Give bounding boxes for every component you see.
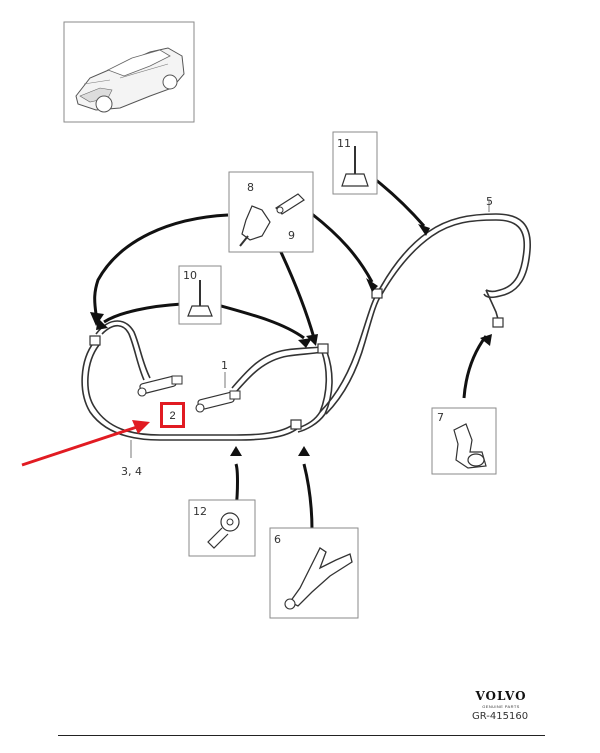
inset-part-11	[332, 131, 378, 195]
inset-part-10	[178, 265, 222, 325]
nozzle-left	[137, 375, 183, 397]
brand-block: VOLVO GENUINE PARTS	[470, 689, 532, 709]
diagram-reference: GR-415160	[472, 711, 529, 722]
highlighted-part-2[interactable]: 2	[160, 402, 185, 428]
label-part-6: 6	[274, 533, 281, 546]
label-part-3-4: 3, 4	[121, 465, 142, 478]
red-pointer-arrow	[21, 420, 150, 467]
leader-lines	[130, 200, 490, 458]
inset-parts-8-9	[228, 171, 314, 253]
brand-subtitle: GENUINE PARTS	[482, 704, 520, 709]
inset-part-6	[269, 527, 359, 619]
label-part-5: 5	[486, 195, 493, 208]
bottom-divider	[58, 735, 545, 736]
volvo-logo: VOLVO	[475, 689, 527, 703]
label-part-9: 9	[288, 229, 295, 242]
callout-arrows	[93, 178, 488, 531]
nozzle-right	[195, 390, 241, 413]
label-part-8: 8	[247, 181, 254, 194]
inset-part-12	[188, 499, 256, 557]
inset-part-7	[431, 407, 497, 475]
label-part-1: 1	[221, 359, 228, 372]
label-part-11: 11	[337, 137, 351, 150]
car-thumbnail	[63, 21, 195, 123]
label-part-12: 12	[193, 505, 207, 518]
label-part-7: 7	[437, 411, 444, 424]
label-part-2: 2	[169, 410, 176, 422]
label-part-10: 10	[183, 269, 197, 282]
arrowheads	[90, 224, 492, 456]
washer-hoses	[81, 213, 531, 441]
